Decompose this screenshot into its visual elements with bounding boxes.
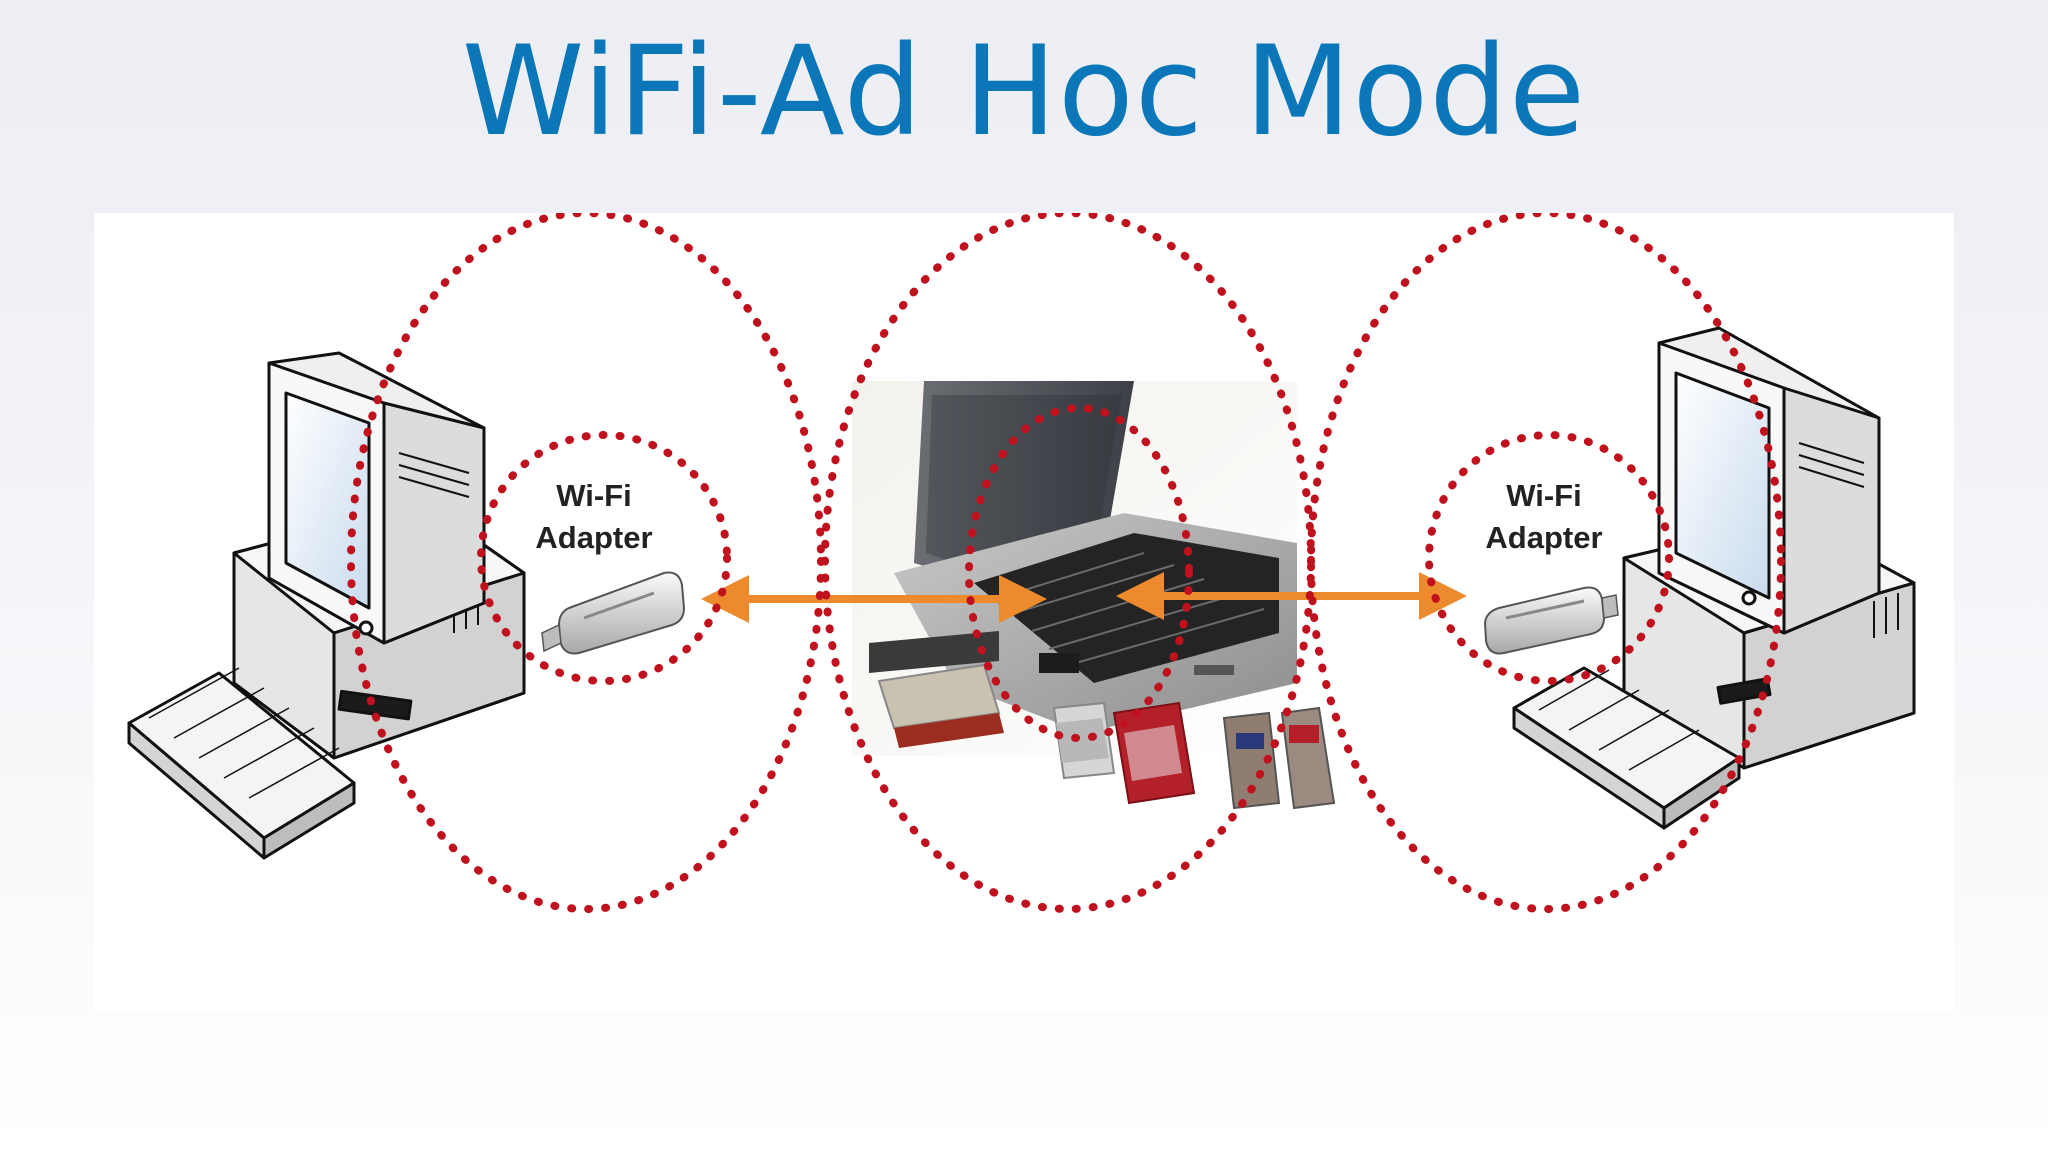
pc-card-icon xyxy=(1222,711,1281,810)
usb-wifi-adapter-icon xyxy=(1483,586,1619,655)
range-circles xyxy=(347,213,1785,913)
center-card-range-circle xyxy=(965,404,1193,742)
desktop-computer-icon xyxy=(1622,326,1916,770)
right-range-circle xyxy=(1307,213,1785,913)
right-adapter-label-line1: Wi-Fi xyxy=(1506,478,1581,513)
pc-card-icon xyxy=(1112,701,1196,805)
pc-card-icon xyxy=(877,663,1004,748)
center-range-circle xyxy=(821,213,1315,913)
left-adapter-label-line1: Wi-Fi xyxy=(556,478,631,513)
link-arrows xyxy=(701,572,1467,623)
pc-card-icon xyxy=(1052,701,1116,780)
desktop-computer-icon xyxy=(232,351,526,760)
left-adapter-range-circle xyxy=(477,431,731,685)
laptop-photo xyxy=(852,381,1336,810)
right-adapter-range-circle xyxy=(1425,431,1673,685)
right-adapter-label-line2: Adapter xyxy=(1485,520,1602,555)
diagram-panel: Wi-Fi Adapter Wi-Fi Adapter xyxy=(94,213,1954,1013)
slide-title: WiFi-Ad Hoc Mode xyxy=(461,20,1587,164)
keyboard-icon xyxy=(1512,666,1741,830)
keyboard-icon xyxy=(127,667,356,860)
usb-wifi-adapter-icon xyxy=(541,571,686,655)
pc-card-icon xyxy=(1280,706,1336,810)
adhoc-diagram: Wi-Fi Adapter Wi-Fi Adapter xyxy=(127,213,1916,913)
left-adapter-label-line2: Adapter xyxy=(535,520,652,555)
